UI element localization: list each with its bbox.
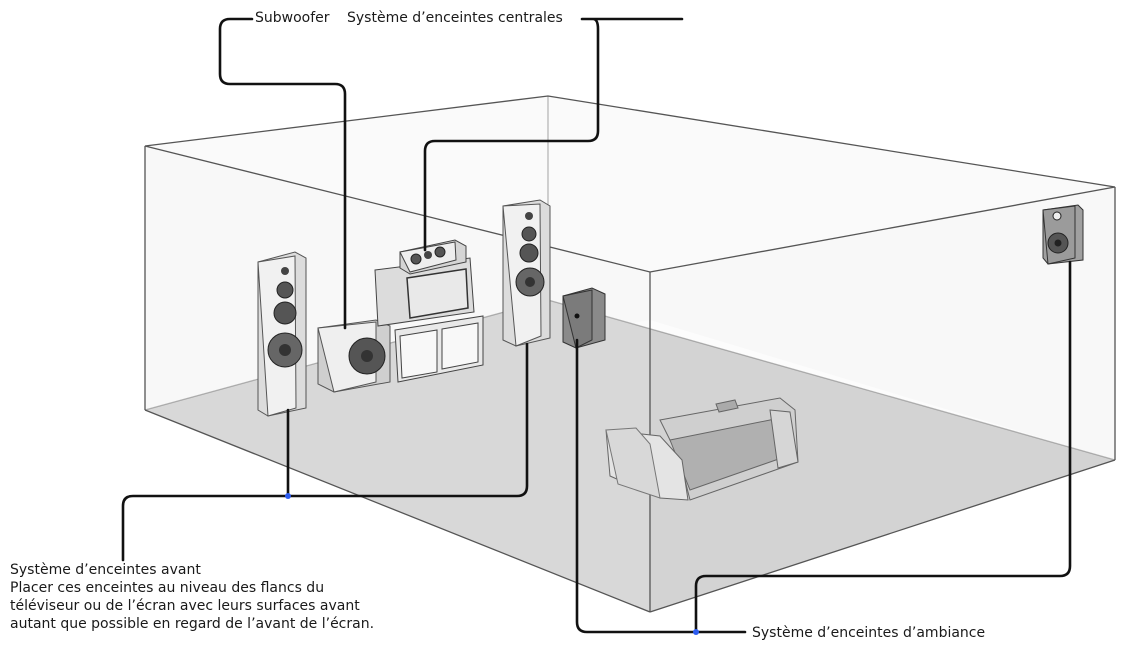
front-right-speaker	[502, 199, 551, 347]
center-leader	[423, 17, 684, 252]
right-wall	[650, 187, 1115, 612]
subwoofer-leader	[218, 17, 347, 330]
surround-left-speaker	[562, 287, 606, 349]
front-leader	[121, 342, 529, 562]
center-speaker	[399, 239, 467, 275]
front-left-speaker	[257, 251, 307, 417]
surround-junction-dot	[693, 629, 699, 635]
back-wall	[145, 96, 1115, 460]
front-speaker-label: Système d’enceintes avant	[10, 562, 201, 578]
surround-leader	[575, 260, 1072, 634]
television	[374, 257, 475, 327]
subwoofer-label: Subwoofer	[255, 10, 330, 26]
leader-lines	[121, 17, 1072, 634]
center-speaker-label: Système d’enceintes centrales	[347, 10, 563, 26]
sofa	[605, 397, 799, 501]
front-speaker-note: Placer ces enceintes au niveau des flanc…	[10, 580, 375, 632]
tv-stand	[394, 315, 484, 383]
surround-speaker-label: Système d’enceintes d’ambiance	[752, 625, 986, 641]
surround-right-speaker	[1042, 204, 1084, 265]
subwoofer	[317, 319, 391, 393]
front-junction-dot	[285, 493, 291, 499]
